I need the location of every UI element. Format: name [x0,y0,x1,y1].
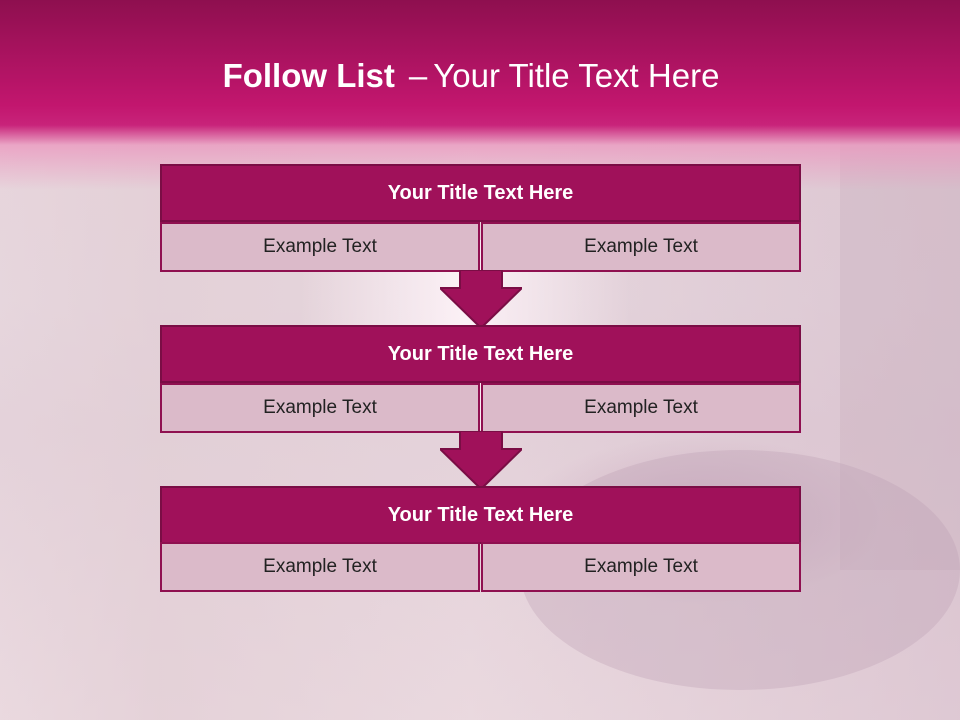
down-arrow-icon [440,431,522,489]
block-cell-right[interactable]: Example Text [481,222,801,272]
block-title[interactable]: Your Title Text Here [160,486,801,544]
follow-block-3: Your Title Text Here Example Text Exampl… [160,486,801,592]
block-title[interactable]: Your Title Text Here [160,325,801,383]
slide-title-bold: Follow List [222,57,395,94]
follow-block-1: Your Title Text Here Example Text Exampl… [160,164,801,272]
follow-block-2: Your Title Text Here Example Text Exampl… [160,325,801,433]
slide-title-rest: Your Title Text Here [433,57,720,94]
title-banner [0,0,960,190]
background-wall-panel [840,130,960,570]
block-cell-left[interactable]: Example Text [160,222,480,272]
block-title[interactable]: Your Title Text Here [160,164,801,222]
down-arrow-icon [440,270,522,328]
slide-title: Follow List–Your Title Text Here [0,52,942,100]
block-cell-right[interactable]: Example Text [481,383,801,433]
block-cell-left[interactable]: Example Text [160,542,480,592]
slide-title-dash: – [408,57,428,94]
block-cell-right[interactable]: Example Text [481,542,801,592]
block-cell-left[interactable]: Example Text [160,383,480,433]
